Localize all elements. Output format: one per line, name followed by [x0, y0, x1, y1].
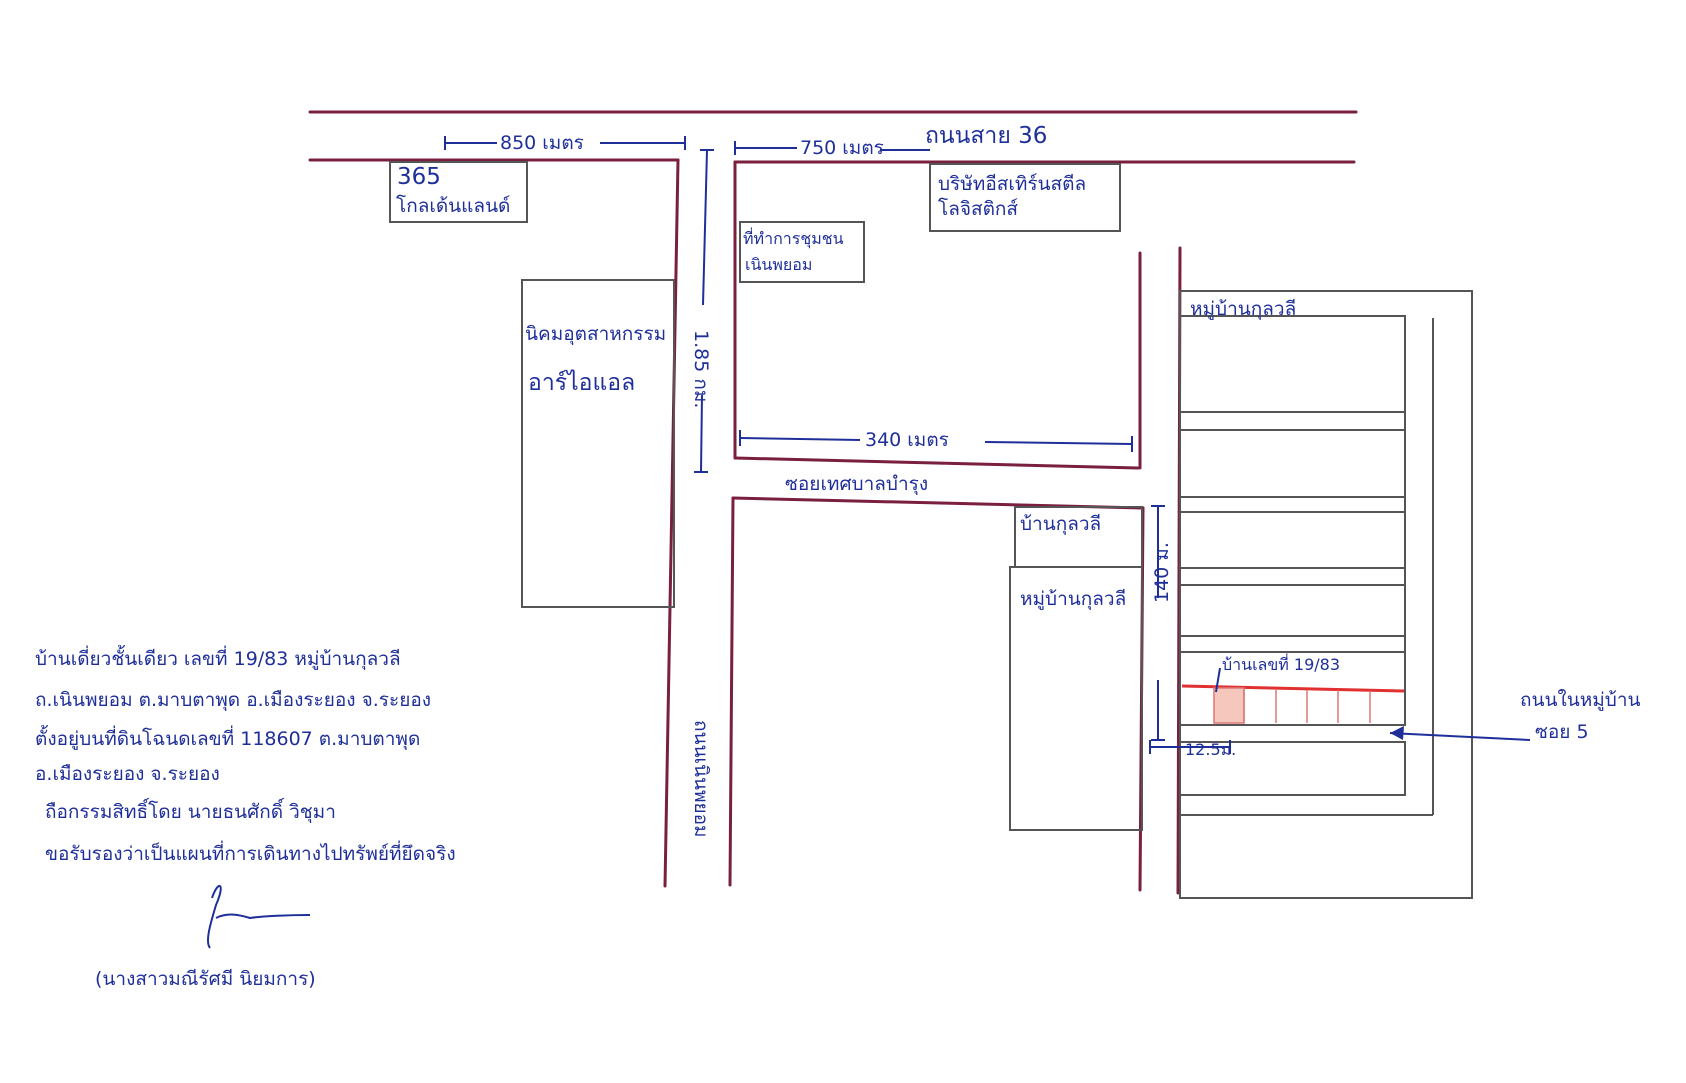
note-line-1: บ้านเดี่ยวชั้นเดียว เลขที่ 19/83 หมู่บ้า…: [35, 645, 401, 671]
block-4: [1179, 584, 1406, 637]
arrowhead-icon: [1390, 726, 1404, 740]
village-outer-box: [1179, 290, 1473, 899]
note-line-4: อ.เมืองระยอง จ.ระยอง: [35, 763, 220, 785]
block-2: [1179, 429, 1406, 498]
block-subject: [1179, 651, 1406, 726]
eastern-steel-box: [929, 163, 1121, 232]
label-1-85-km: 1.85 กม.: [690, 330, 712, 408]
soi-thetsaban-top-edge: [733, 456, 1140, 470]
label-750: 750 เมตร: [800, 137, 884, 159]
label-baan-kulwalee: บ้านกุลวลี: [1020, 513, 1101, 536]
subject-row-line: [1181, 684, 1405, 693]
block-6: [1179, 741, 1406, 796]
industrial-estate-sub: อาร์ไอแอล: [528, 369, 635, 396]
label-highway-36: ถนนสาย 36: [925, 123, 1047, 149]
note-line-2: ถ.เนินพยอม ต.มาบตาพุด อ.เมืองระยอง จ.ระย…: [35, 689, 431, 712]
golden-land-num: 365: [397, 164, 441, 190]
signature-mark: [206, 885, 311, 949]
block-1: [1179, 315, 1406, 413]
label-12-5m: 12.5ม.: [1185, 740, 1236, 759]
note-line-3: ตั้งอยู่บนที่ดินโฉนดเลขที่ 118607 ต.มาบต…: [35, 725, 420, 751]
industrial-estate-name: นิคมอุตสาหกรรม: [525, 323, 666, 346]
signature-name: (นางสาวมณีรัศมี นิยมการ): [95, 968, 316, 990]
label-plot-number: บ้านเลขที่ 19/83: [1222, 653, 1340, 674]
label-village-mid: หมู่บ้านกุลวลี: [1020, 588, 1126, 611]
golden-land-name: โกลเด้นแลนด์: [396, 194, 510, 217]
note-line-6: ขอรับรองว่าเป็นแผนที่การเดินทางไปทรัพย์ท…: [45, 840, 456, 865]
village-mid-box: [1009, 566, 1143, 831]
golden-land-box: [389, 161, 528, 223]
industrial-estate-box: [521, 279, 675, 608]
village-road-arrow: [1389, 732, 1531, 741]
label-340: 340 เมตร: [865, 429, 949, 451]
label-village-top: หมู่บ้านกุลวลี: [1190, 298, 1296, 321]
main-road-right-edge-lower: [728, 496, 735, 887]
community-office-sub: เนินพยอม: [745, 255, 812, 274]
label-village-road: ถนนในหมู่บ้าน: [1520, 689, 1641, 711]
label-850: 850 เมตร: [500, 132, 584, 154]
label-140-m: 140 ม.: [1151, 542, 1173, 603]
community-office-name: ที่ทำการชุมชน: [743, 227, 844, 249]
dimension-lines: [444, 136, 1231, 754]
note-line-5: ถือกรรมสิทธิ์โดย นายธนศักดิ์ วิชุมา: [45, 797, 336, 824]
label-main-road: ถนนเนินพยอม: [690, 720, 712, 838]
eastern-steel-sub: โลจิสติกส์: [938, 197, 1018, 220]
eastern-steel-name: บริษัทอีสเทิร์นสตีล: [938, 173, 1086, 195]
plot-dividers: [1243, 688, 1371, 723]
block-3: [1179, 511, 1406, 569]
main-road-left-edge: [663, 158, 680, 888]
label-village-soi: ซอย 5: [1535, 721, 1589, 743]
plot-pointer: [1215, 667, 1221, 693]
community-office-box: [739, 221, 865, 283]
label-soi-thetsaban: ซอยเทศบาลบำรุง: [785, 473, 928, 496]
subject-plot: [1213, 687, 1245, 724]
